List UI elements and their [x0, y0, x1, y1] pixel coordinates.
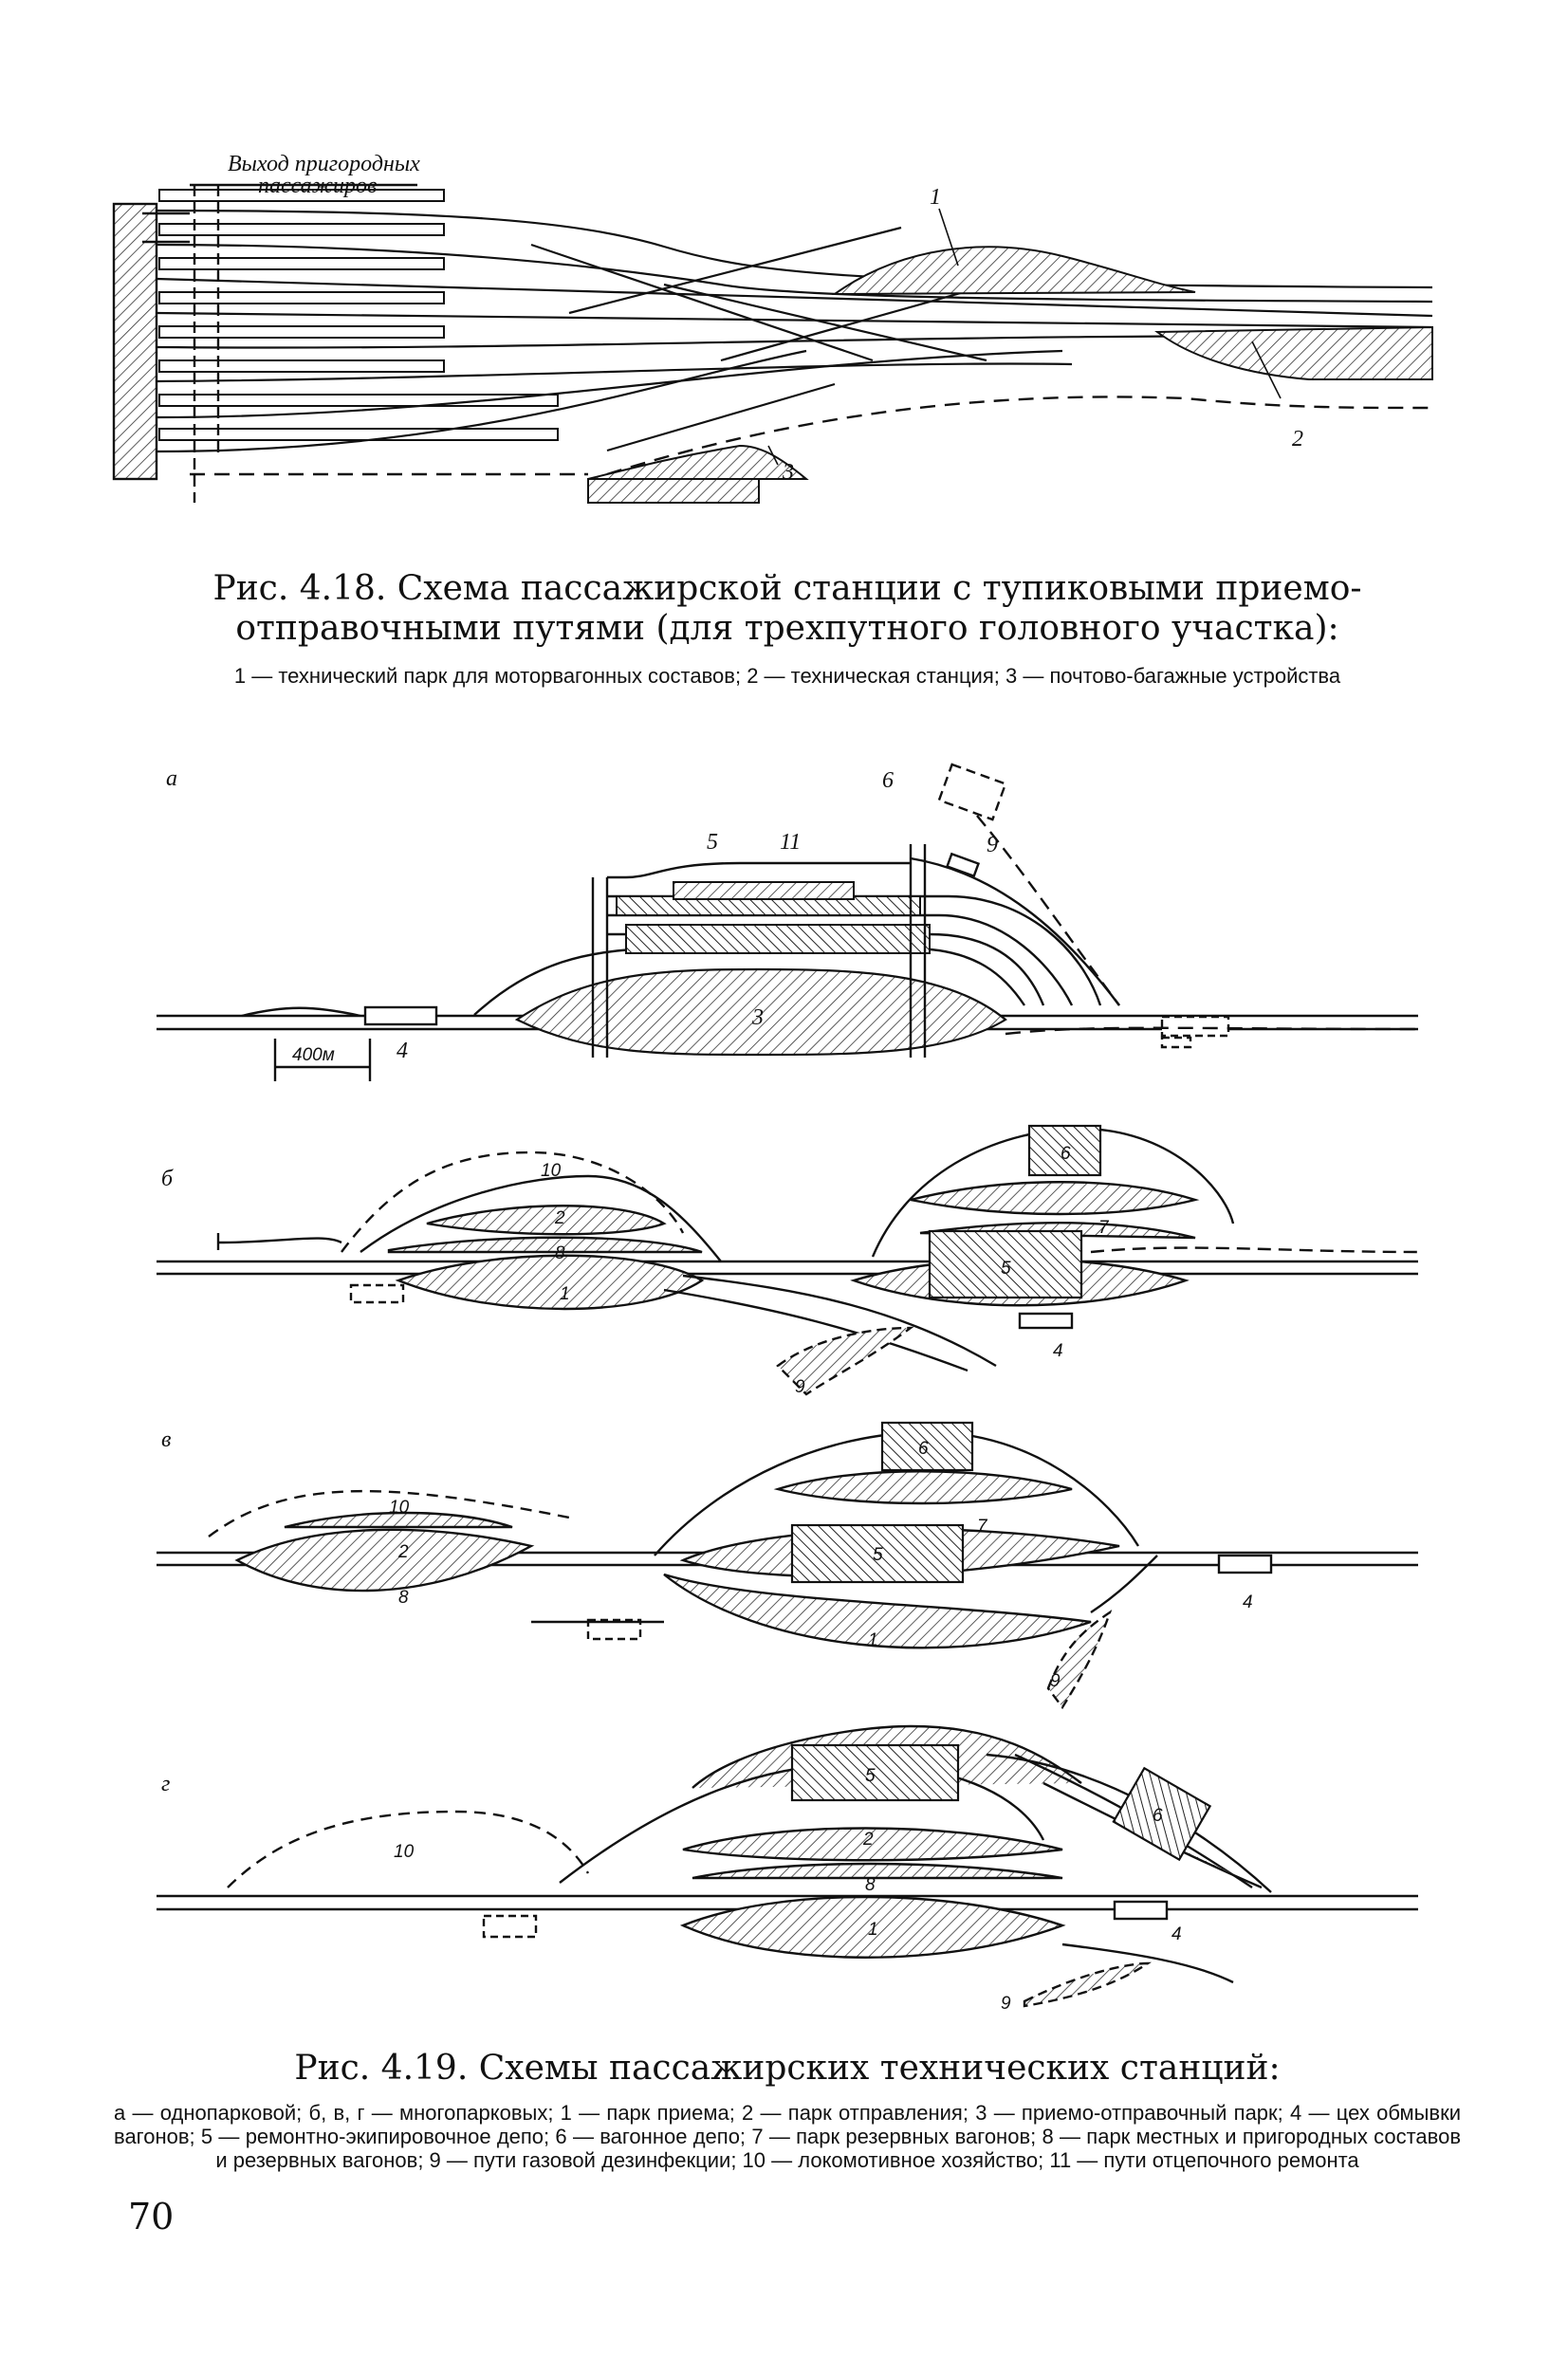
panel-b-label-8: 8 [555, 1243, 565, 1263]
panel-d-label-10: 10 [394, 1842, 415, 1862]
gas-9-d [1023, 1961, 1152, 2008]
panel-d-label-9: 9 [1001, 1994, 1011, 2014]
panel-b-label-7: 7 [1098, 1218, 1110, 1238]
panel-c-label-1: 1 [868, 1630, 878, 1650]
fig418-caption: Рис. 4.18. Схема пассажирской станции с … [212, 569, 1362, 648]
exit-label-line2: пассажиров [258, 174, 377, 198]
park-1-shape [831, 246, 1196, 296]
panel-c-label-6: 6 [918, 1439, 929, 1459]
panel-b-label-6: 6 [1061, 1144, 1071, 1164]
figure-4-18 [112, 183, 1433, 504]
panel-b-label-1: 1 [560, 1284, 570, 1304]
fig419-legend: а — однопарковой; б, в, г — многопарковы… [114, 2101, 1461, 2172]
park-3-shape [514, 967, 1007, 1057]
washing-4-d [1113, 1900, 1169, 1921]
panel-b-letter: б [161, 1167, 174, 1191]
fig418-legend: 1 — технический парк для моторвагонных с… [233, 664, 1341, 688]
panel-a-label-11: 11 [780, 830, 801, 855]
fig419-caption: Рис. 4.19. Схемы пассажирских технически… [294, 2049, 1281, 2088]
panel-c-label-2: 2 [397, 1542, 409, 1562]
panel-c-label-8: 8 [398, 1588, 409, 1608]
panel-c-label-7: 7 [977, 1517, 988, 1537]
station-2-shape [1154, 325, 1433, 380]
fig418-callout-2: 2 [1292, 427, 1303, 451]
depot-5-shape [625, 924, 931, 954]
washing-4-b [1018, 1312, 1074, 1330]
depot-6-shape [937, 763, 1007, 821]
fig418-callout-1: 1 [930, 185, 941, 210]
panel-d-label-1: 1 [868, 1920, 878, 1940]
panel-c-letter: в [161, 1427, 171, 1452]
panel-a-label-3: 3 [751, 1005, 764, 1030]
panel-c-label-4: 4 [1243, 1593, 1253, 1612]
page-number: 70 [128, 2196, 175, 2237]
panel-a-label-6: 6 [882, 768, 894, 793]
depot-6-d [1112, 1766, 1212, 1862]
panel-c-label-5: 5 [873, 1545, 883, 1565]
park-1-b [395, 1254, 705, 1311]
mail-baggage-3-shape [587, 444, 809, 480]
depot-5-b [928, 1229, 1083, 1299]
panel-c-label-9: 9 [1050, 1671, 1061, 1691]
depot-6-c [880, 1421, 974, 1472]
gas-9-c [1046, 1610, 1113, 1710]
park-8-b [387, 1236, 703, 1254]
panel-d-label-8: 8 [865, 1875, 876, 1895]
panel-b-label-10: 10 [541, 1161, 562, 1181]
depot-5-c [790, 1523, 965, 1584]
exit-label-line1: Выход пригородных [228, 152, 420, 176]
panel-a-label-4: 4 [397, 1039, 408, 1063]
panel-d-label-5: 5 [865, 1766, 876, 1786]
panel-d-letter: г [161, 1772, 170, 1796]
washing-4-shape [363, 1005, 438, 1026]
washing-4-c [1217, 1554, 1273, 1574]
panel-d-label-2: 2 [862, 1830, 874, 1850]
panel-b-label-4: 4 [1053, 1341, 1063, 1361]
panel-d-label-6: 6 [1153, 1806, 1163, 1826]
panel-a-distance-400m: 400м [292, 1045, 335, 1065]
panel-b-label-5: 5 [1001, 1259, 1011, 1279]
depot-6-b [1027, 1124, 1102, 1177]
panel-c [157, 1421, 1418, 1710]
gas-9-b [776, 1326, 914, 1396]
terminal-platforms [158, 189, 559, 441]
panel-d [157, 1724, 1418, 2008]
park-2-b [426, 1205, 667, 1236]
panel-d-label-4: 4 [1171, 1924, 1182, 1944]
fig418-callout-3: 3 [782, 460, 794, 485]
panel-a-label-9: 9 [987, 833, 998, 857]
panel-b-label-9: 9 [795, 1377, 805, 1397]
panel-c-label-10: 10 [389, 1498, 410, 1518]
depot-5-d [790, 1743, 960, 1802]
panel-a-letter: а [166, 766, 177, 791]
panel-b-label-2: 2 [554, 1208, 565, 1228]
panel-a [157, 763, 1419, 1081]
panel-a-label-5: 5 [707, 830, 718, 855]
panel-b [157, 1124, 1419, 1396]
